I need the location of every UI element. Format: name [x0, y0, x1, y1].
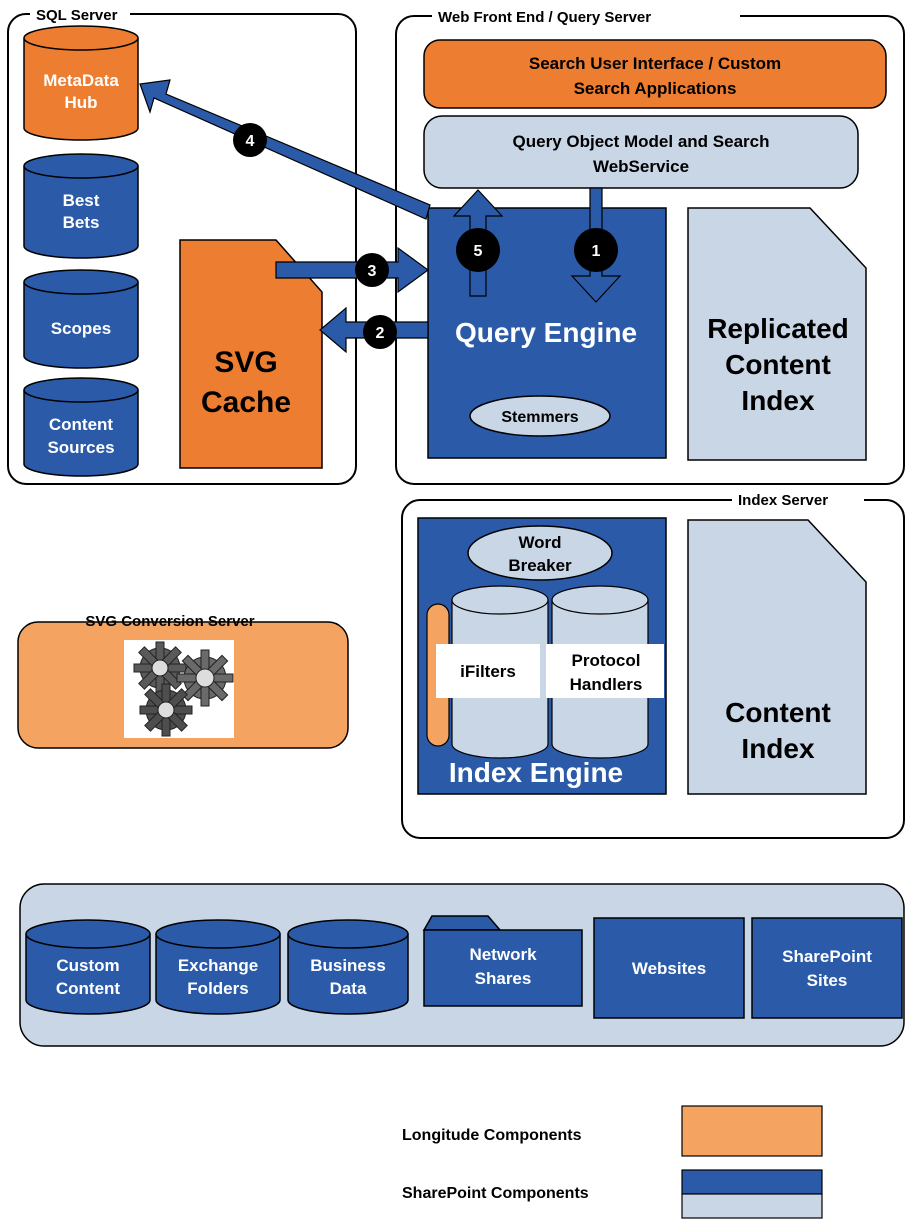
replicated-index-document: Replicated Content Index	[687, 207, 867, 461]
sharepoint-sites-label-2: Sites	[807, 971, 848, 990]
legend-longitude-swatch	[681, 1105, 823, 1157]
exchange-folders-label-1: Exchange	[178, 956, 258, 975]
network-shares-label-2: Shares	[475, 969, 532, 988]
content-index-label-2: Index	[741, 733, 815, 764]
index-server-title: Index Server	[738, 492, 828, 509]
exchange-folders-db: Exchange Folders	[155, 919, 281, 1015]
word-breaker-label-2: Breaker	[508, 556, 572, 575]
word-breaker-label-1: Word	[518, 533, 561, 552]
best-bets-label-2: Bets	[63, 213, 100, 232]
protocol-handlers-label-1: Protocol	[572, 651, 641, 670]
best-bets-label-1: Best	[63, 191, 100, 210]
step-4-label: 4	[246, 133, 255, 150]
flow-arrow-3	[275, 246, 430, 294]
websites-label: Websites	[632, 959, 706, 978]
business-data-label-2: Data	[330, 979, 367, 998]
step-2-label: 2	[376, 325, 385, 342]
content-sources-db: Content Sources	[23, 377, 139, 477]
replicated-index-label-1: Replicated	[707, 313, 849, 344]
step-3-label: 3	[368, 263, 377, 280]
svg-conversion-server: SVG Conversion Server	[17, 613, 349, 749]
metadata-hub-db: MetaData Hub	[23, 25, 139, 141]
sharepoint-sites-label-1: SharePoint	[782, 947, 872, 966]
legend-sharepoint-label: SharePoint Components	[402, 1185, 589, 1202]
content-index-document: Content Index	[687, 519, 867, 795]
sql-server-title: SQL Server	[36, 7, 118, 24]
legend: Longitude Components SharePoint Componen…	[402, 1105, 823, 1219]
search-ui-box: Search User Interface / Custom Search Ap…	[423, 39, 887, 109]
stemmers-label: Stemmers	[501, 409, 578, 426]
step-4-badge: 4	[233, 123, 267, 157]
ifilters-label: iFilters	[460, 662, 516, 681]
exchange-folders-label-2: Folders	[187, 979, 248, 998]
ifilters-label-box: iFilters	[436, 644, 540, 698]
legend-longitude-label: Longitude Components	[402, 1127, 582, 1144]
business-data-label-1: Business	[310, 956, 386, 975]
step-1-label: 1	[592, 243, 601, 260]
step-5-label: 5	[474, 243, 483, 260]
network-shares-folder: Network Shares	[422, 915, 583, 1007]
query-om-box: Query Object Model and Search WebService	[423, 115, 859, 189]
replicated-index-label-3: Index	[741, 385, 815, 416]
query-om-label-1: Query Object Model and Search	[513, 132, 770, 151]
stemmers-ellipse: Stemmers	[469, 395, 611, 437]
websites-box: Websites	[593, 917, 745, 1019]
content-sources-label-1: Content	[49, 415, 114, 434]
step-5-badge: 5	[456, 228, 500, 272]
business-data-db: Business Data	[287, 919, 409, 1015]
replicated-index-label-2: Content	[725, 349, 831, 380]
svg-cache-document: SVG Cache	[179, 239, 323, 469]
content-sources-label-2: Sources	[47, 438, 114, 457]
step-2-badge: 2	[363, 315, 397, 349]
best-bets-db: Best Bets	[23, 153, 139, 259]
step-1-badge: 1	[574, 228, 618, 272]
query-engine-label: Query Engine	[455, 317, 637, 348]
metadata-hub-label-2: Hub	[64, 93, 97, 112]
protocol-handlers-label-box: Protocol Handlers	[546, 644, 664, 698]
svg-conversion-title: SVG Conversion Server	[85, 613, 254, 630]
custom-content-label-1: Custom	[56, 956, 119, 975]
search-ui-label-1: Search User Interface / Custom	[529, 54, 781, 73]
svg-cache-label-2: Cache	[201, 386, 291, 419]
custom-content-label-2: Content	[56, 979, 121, 998]
step-3-badge: 3	[355, 253, 389, 287]
query-om-label-2: WebService	[593, 157, 689, 176]
scopes-db: Scopes	[23, 269, 139, 369]
metadata-hub-label-1: MetaData	[43, 71, 119, 90]
content-index-label-1: Content	[725, 697, 831, 728]
scopes-label: Scopes	[51, 319, 111, 338]
index-engine-label: Index Engine	[449, 757, 623, 788]
protocol-handlers-label-2: Handlers	[570, 675, 643, 694]
word-breaker-ellipse: Word Breaker	[467, 525, 613, 581]
sharepoint-sites-box: SharePoint Sites	[751, 917, 903, 1019]
svg-cache-label-1: SVG	[214, 346, 277, 379]
custom-content-db: Custom Content	[25, 919, 151, 1015]
wfe-title: Web Front End / Query Server	[438, 9, 651, 26]
search-ui-label-2: Search Applications	[574, 79, 737, 98]
gears-icon	[124, 640, 234, 738]
flow-arrow-4	[139, 79, 431, 220]
legend-sharepoint-swatch	[681, 1169, 823, 1219]
network-shares-label-1: Network	[469, 945, 537, 964]
